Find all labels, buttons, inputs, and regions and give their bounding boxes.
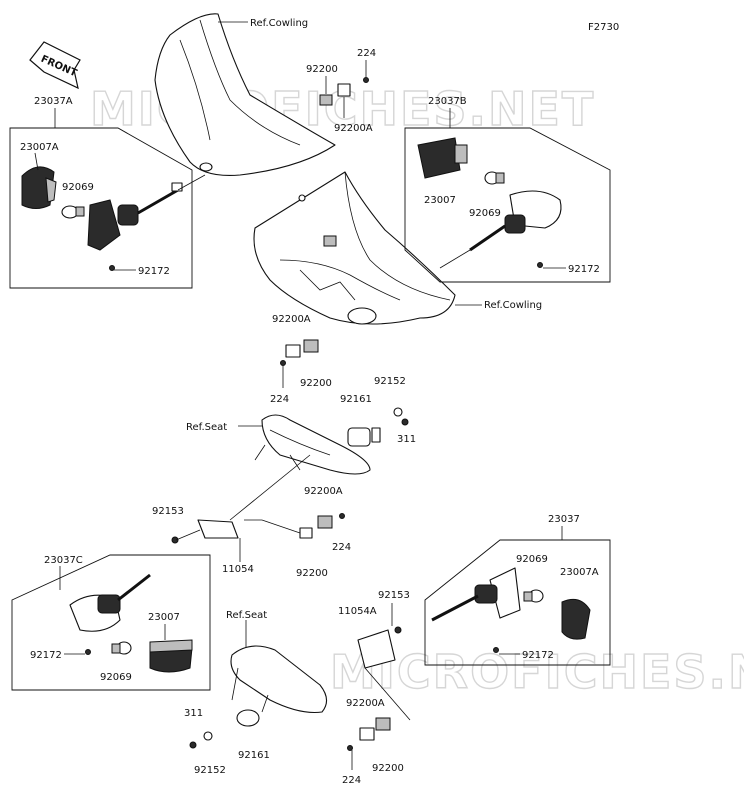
- lens-23007A-lower-right: [561, 598, 591, 640]
- front-arrow-icon: FRONT: [29, 41, 81, 90]
- assembly-box-23037: [424, 539, 611, 666]
- bulb-92069-lower-left: [111, 641, 132, 655]
- label-92069-lower-left: 92069: [100, 672, 132, 683]
- label-224-bottom: 224: [342, 775, 361, 786]
- label-92200A-bottom: 92200A: [346, 698, 385, 709]
- figure-code: F2730: [588, 22, 619, 33]
- turn-signal-housing-lower-right: [431, 567, 521, 622]
- label-23007-right: 23007: [424, 195, 456, 206]
- label-23037: 23037: [548, 514, 580, 525]
- bulb-92069-right: [484, 171, 505, 185]
- label-23007-lower-left: 23007: [148, 612, 180, 623]
- label-23007A-lower-right: 23007A: [560, 567, 599, 578]
- turn-signal-housing-lower-left: [69, 573, 151, 632]
- lens-23007A-left: [21, 166, 57, 209]
- ref-cowling-top: Ref.Cowling: [250, 18, 308, 29]
- label-92153-center: 92153: [152, 506, 184, 517]
- label-92152-mid: 92152: [374, 376, 406, 387]
- bottom-clips: [347, 667, 411, 770]
- upper-clips: [319, 60, 369, 118]
- ref-seat-mid: Ref.Seat: [186, 422, 227, 433]
- label-11054A: 11054A: [338, 606, 377, 617]
- label-92200-center: 92200: [296, 568, 328, 579]
- label-311-bottom: 311: [184, 708, 203, 719]
- seat-rail-bottom: [189, 645, 328, 749]
- assembly-box-23037B: [404, 127, 611, 283]
- label-224-top: 224: [357, 48, 376, 59]
- mid-clips: [280, 339, 319, 388]
- label-92069-right: 92069: [469, 208, 501, 219]
- label-92200A-center: 92200A: [304, 486, 343, 497]
- label-224-center: 224: [332, 542, 351, 553]
- label-92172-right: 92172: [568, 264, 600, 275]
- assembly-box-23037A: [9, 127, 193, 289]
- seat-rail-mid: [254, 407, 409, 475]
- label-92172-lower-right: 92172: [522, 650, 554, 661]
- assembly-box-23037C: [11, 554, 211, 691]
- label-92152-bottom: 92152: [194, 765, 226, 776]
- bulb-92069-lower-right: [523, 589, 544, 603]
- lens-23007-lower-left: [149, 639, 193, 673]
- label-23037C: 23037C: [44, 555, 83, 566]
- label-311-mid: 311: [397, 434, 416, 445]
- label-92161-bottom: 92161: [238, 750, 270, 761]
- center-clips: [244, 513, 345, 539]
- bracket-11054A: [357, 626, 402, 669]
- lower-cowling: [253, 171, 456, 325]
- label-92161-mid: 92161: [340, 394, 372, 405]
- lens-23007-right: [417, 137, 468, 179]
- label-23037B: 23037B: [428, 96, 467, 107]
- label-92069-lower-right: 92069: [516, 554, 548, 565]
- label-92200-bottom: 92200: [372, 763, 404, 774]
- label-224-mid: 224: [270, 394, 289, 405]
- label-92200A-mid: 92200A: [272, 314, 311, 325]
- label-11054: 11054: [222, 564, 254, 575]
- label-23007A-left: 23007A: [20, 142, 59, 153]
- label-92172-left: 92172: [138, 266, 170, 277]
- label-92200A-top: 92200A: [334, 123, 373, 134]
- label-92172-lower-left: 92172: [30, 650, 62, 661]
- turn-signal-housing-right: [469, 190, 562, 252]
- bulb-92069-left: [61, 205, 85, 219]
- label-92200-mid: 92200: [300, 378, 332, 389]
- label-92153-lower-right: 92153: [378, 590, 410, 601]
- label-92200-top: 92200: [306, 64, 338, 75]
- label-23037A: 23037A: [34, 96, 73, 107]
- ref-cowling-mid: Ref.Cowling: [484, 300, 542, 311]
- bracket-11054: [171, 519, 239, 544]
- label-92069-left: 92069: [62, 182, 94, 193]
- upper-cowling: [154, 13, 336, 177]
- ref-seat-bottom: Ref.Seat: [226, 610, 267, 621]
- watermark-bottom: MICROFICHES.NET: [330, 645, 744, 699]
- turn-signal-housing-left: [87, 182, 183, 251]
